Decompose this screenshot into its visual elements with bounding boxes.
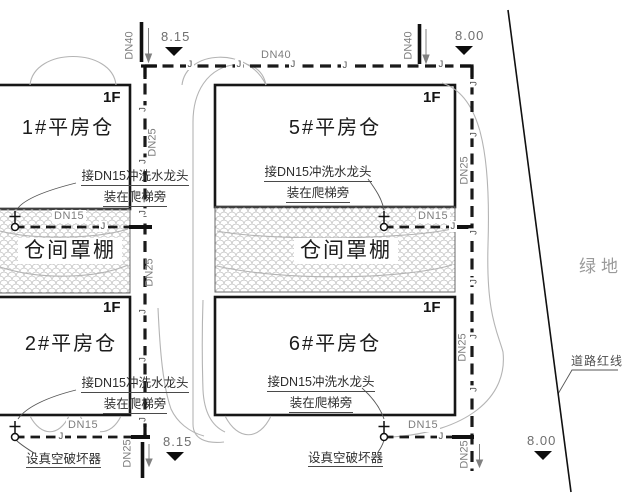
pipe-size-dn15: DN15 bbox=[52, 210, 87, 223]
vacuum-breaker-note: 设真空破坏器 bbox=[308, 451, 384, 468]
elevation-value: 8.00 bbox=[455, 28, 485, 43]
water-supply-mains-dashed bbox=[15, 64, 474, 471]
faucet-note-line2: 装在爬梯旁 bbox=[102, 393, 168, 414]
pipe-size-dn15: DN15 bbox=[66, 419, 101, 432]
water-line-marker: J bbox=[57, 431, 65, 442]
pipe-size-dn25: DN25 bbox=[121, 439, 134, 468]
elevation-value: 8.15 bbox=[161, 29, 191, 44]
pipe-size-dn15: DN15 bbox=[416, 210, 451, 223]
canopy-label: 仓间罩棚 bbox=[294, 238, 398, 265]
pipe-size-dn15: DN15 bbox=[406, 419, 441, 432]
water-line-marker: J bbox=[99, 221, 107, 232]
water-line-marker: J bbox=[137, 307, 149, 316]
water-line-marker: J bbox=[468, 277, 480, 286]
road-label-leader bbox=[557, 369, 618, 395]
canopy-right-hatch bbox=[214, 206, 456, 293]
faucet-note-line1: 接DN15冲洗水龙头 bbox=[263, 161, 373, 182]
decorative-pipe-curves bbox=[0, 56, 504, 443]
warehouse-1-outline bbox=[0, 83, 132, 211]
pipe-size-dn25: DN25 bbox=[458, 156, 471, 185]
floor-tag: 1F bbox=[103, 299, 121, 316]
water-line-marker: J bbox=[137, 415, 149, 424]
faucet-note-line2: 装在爬梯旁 bbox=[102, 186, 168, 207]
water-line-marker: J bbox=[137, 105, 149, 114]
faucet-note-wh6: 接DN15冲洗水龙头 装在爬梯旁 bbox=[259, 371, 383, 413]
warehouse-outlines bbox=[0, 83, 457, 417]
solid-pipe-segments bbox=[129, 22, 474, 478]
faucet-icon bbox=[378, 421, 390, 442]
elevation-marker-icon bbox=[455, 46, 473, 55]
elevation-marker-icon bbox=[166, 452, 184, 461]
green-area-label: 绿地 bbox=[579, 257, 623, 276]
flow-arrows bbox=[144, 28, 484, 469]
warehouse-6-outline bbox=[213, 295, 457, 417]
water-line-marker: J bbox=[468, 385, 480, 394]
elevation-marker-icon bbox=[534, 451, 552, 460]
warehouse-2-outline bbox=[0, 295, 132, 417]
faucet-icon bbox=[9, 421, 21, 442]
warehouse-5-outline bbox=[213, 83, 457, 209]
water-line-marker: J bbox=[468, 228, 480, 237]
faucet-icon bbox=[9, 211, 21, 232]
floor-tag: 1F bbox=[103, 89, 121, 106]
road-red-line bbox=[507, 9, 572, 493]
warehouse-5-label: 5#平房仓 bbox=[288, 117, 382, 139]
faucet-note-line2: 装在爬梯旁 bbox=[285, 182, 351, 203]
faucet-symbols bbox=[9, 211, 390, 442]
vacuum-breaker-note: 设真空破坏器 bbox=[26, 452, 102, 469]
water-line-marker: J bbox=[437, 431, 445, 442]
water-line-marker: J bbox=[437, 59, 445, 70]
faucet-note-line1: 接DN15冲洗水龙头 bbox=[80, 165, 190, 186]
water-line-marker: J bbox=[341, 60, 349, 71]
pipe-size-dn25: DN25 bbox=[458, 440, 471, 469]
pipe-size-dn25: DN25 bbox=[146, 128, 159, 157]
faucet-note-line1: 接DN15冲洗水龙头 bbox=[80, 372, 190, 393]
water-line-marker: J bbox=[468, 79, 480, 88]
canopy-label: 仓间罩棚 bbox=[18, 238, 122, 265]
pipe-size-dn40: DN40 bbox=[261, 49, 292, 61]
vacuum-breaker-text: 设真空破坏器 bbox=[26, 452, 102, 469]
faucet-icon bbox=[378, 211, 390, 232]
pipe-size-dn40: DN40 bbox=[123, 31, 136, 60]
water-line-marker: J bbox=[137, 355, 149, 364]
water-line-marker: J bbox=[449, 221, 457, 232]
pipe-size-dn40: DN40 bbox=[402, 31, 415, 60]
floor-tag: 1F bbox=[423, 89, 441, 106]
faucet-note-line1: 接DN15冲洗水龙头 bbox=[266, 371, 376, 392]
vacuum-breaker-text: 设真空破坏器 bbox=[308, 451, 384, 468]
elevation-value: 8.00 bbox=[527, 433, 557, 448]
water-line-marker: J bbox=[137, 208, 149, 217]
faucet-note-line2: 装在爬梯旁 bbox=[288, 392, 354, 413]
elevation-value: 8.15 bbox=[163, 434, 193, 449]
water-line-marker: J bbox=[468, 332, 480, 341]
elevation-triangles bbox=[165, 46, 552, 461]
faucet-note-wh2: 接DN15冲洗水龙头 装在爬梯旁 bbox=[73, 372, 197, 414]
faucet-note-wh1: 接DN15冲洗水龙头 装在爬梯旁 bbox=[73, 165, 197, 207]
water-line-marker: J bbox=[468, 130, 480, 139]
water-line-marker: J bbox=[186, 59, 194, 70]
faucet-note-wh5: 接DN15冲洗水龙头 装在爬梯旁 bbox=[256, 161, 380, 203]
pipe-size-dn25: DN25 bbox=[143, 258, 156, 287]
water-line-marker: J bbox=[289, 59, 297, 70]
water-line-marker: J bbox=[137, 157, 149, 166]
road-red-line-label: 道路红线 bbox=[571, 354, 624, 368]
warehouse-1-label: 1#平房仓 bbox=[21, 117, 115, 139]
floor-tag: 1F bbox=[423, 299, 441, 316]
water-line-marker: J bbox=[235, 59, 243, 70]
warehouse-2-label: 2#平房仓 bbox=[24, 333, 118, 355]
elevation-marker-icon bbox=[165, 47, 183, 56]
warehouse-6-label: 6#平房仓 bbox=[288, 333, 382, 355]
